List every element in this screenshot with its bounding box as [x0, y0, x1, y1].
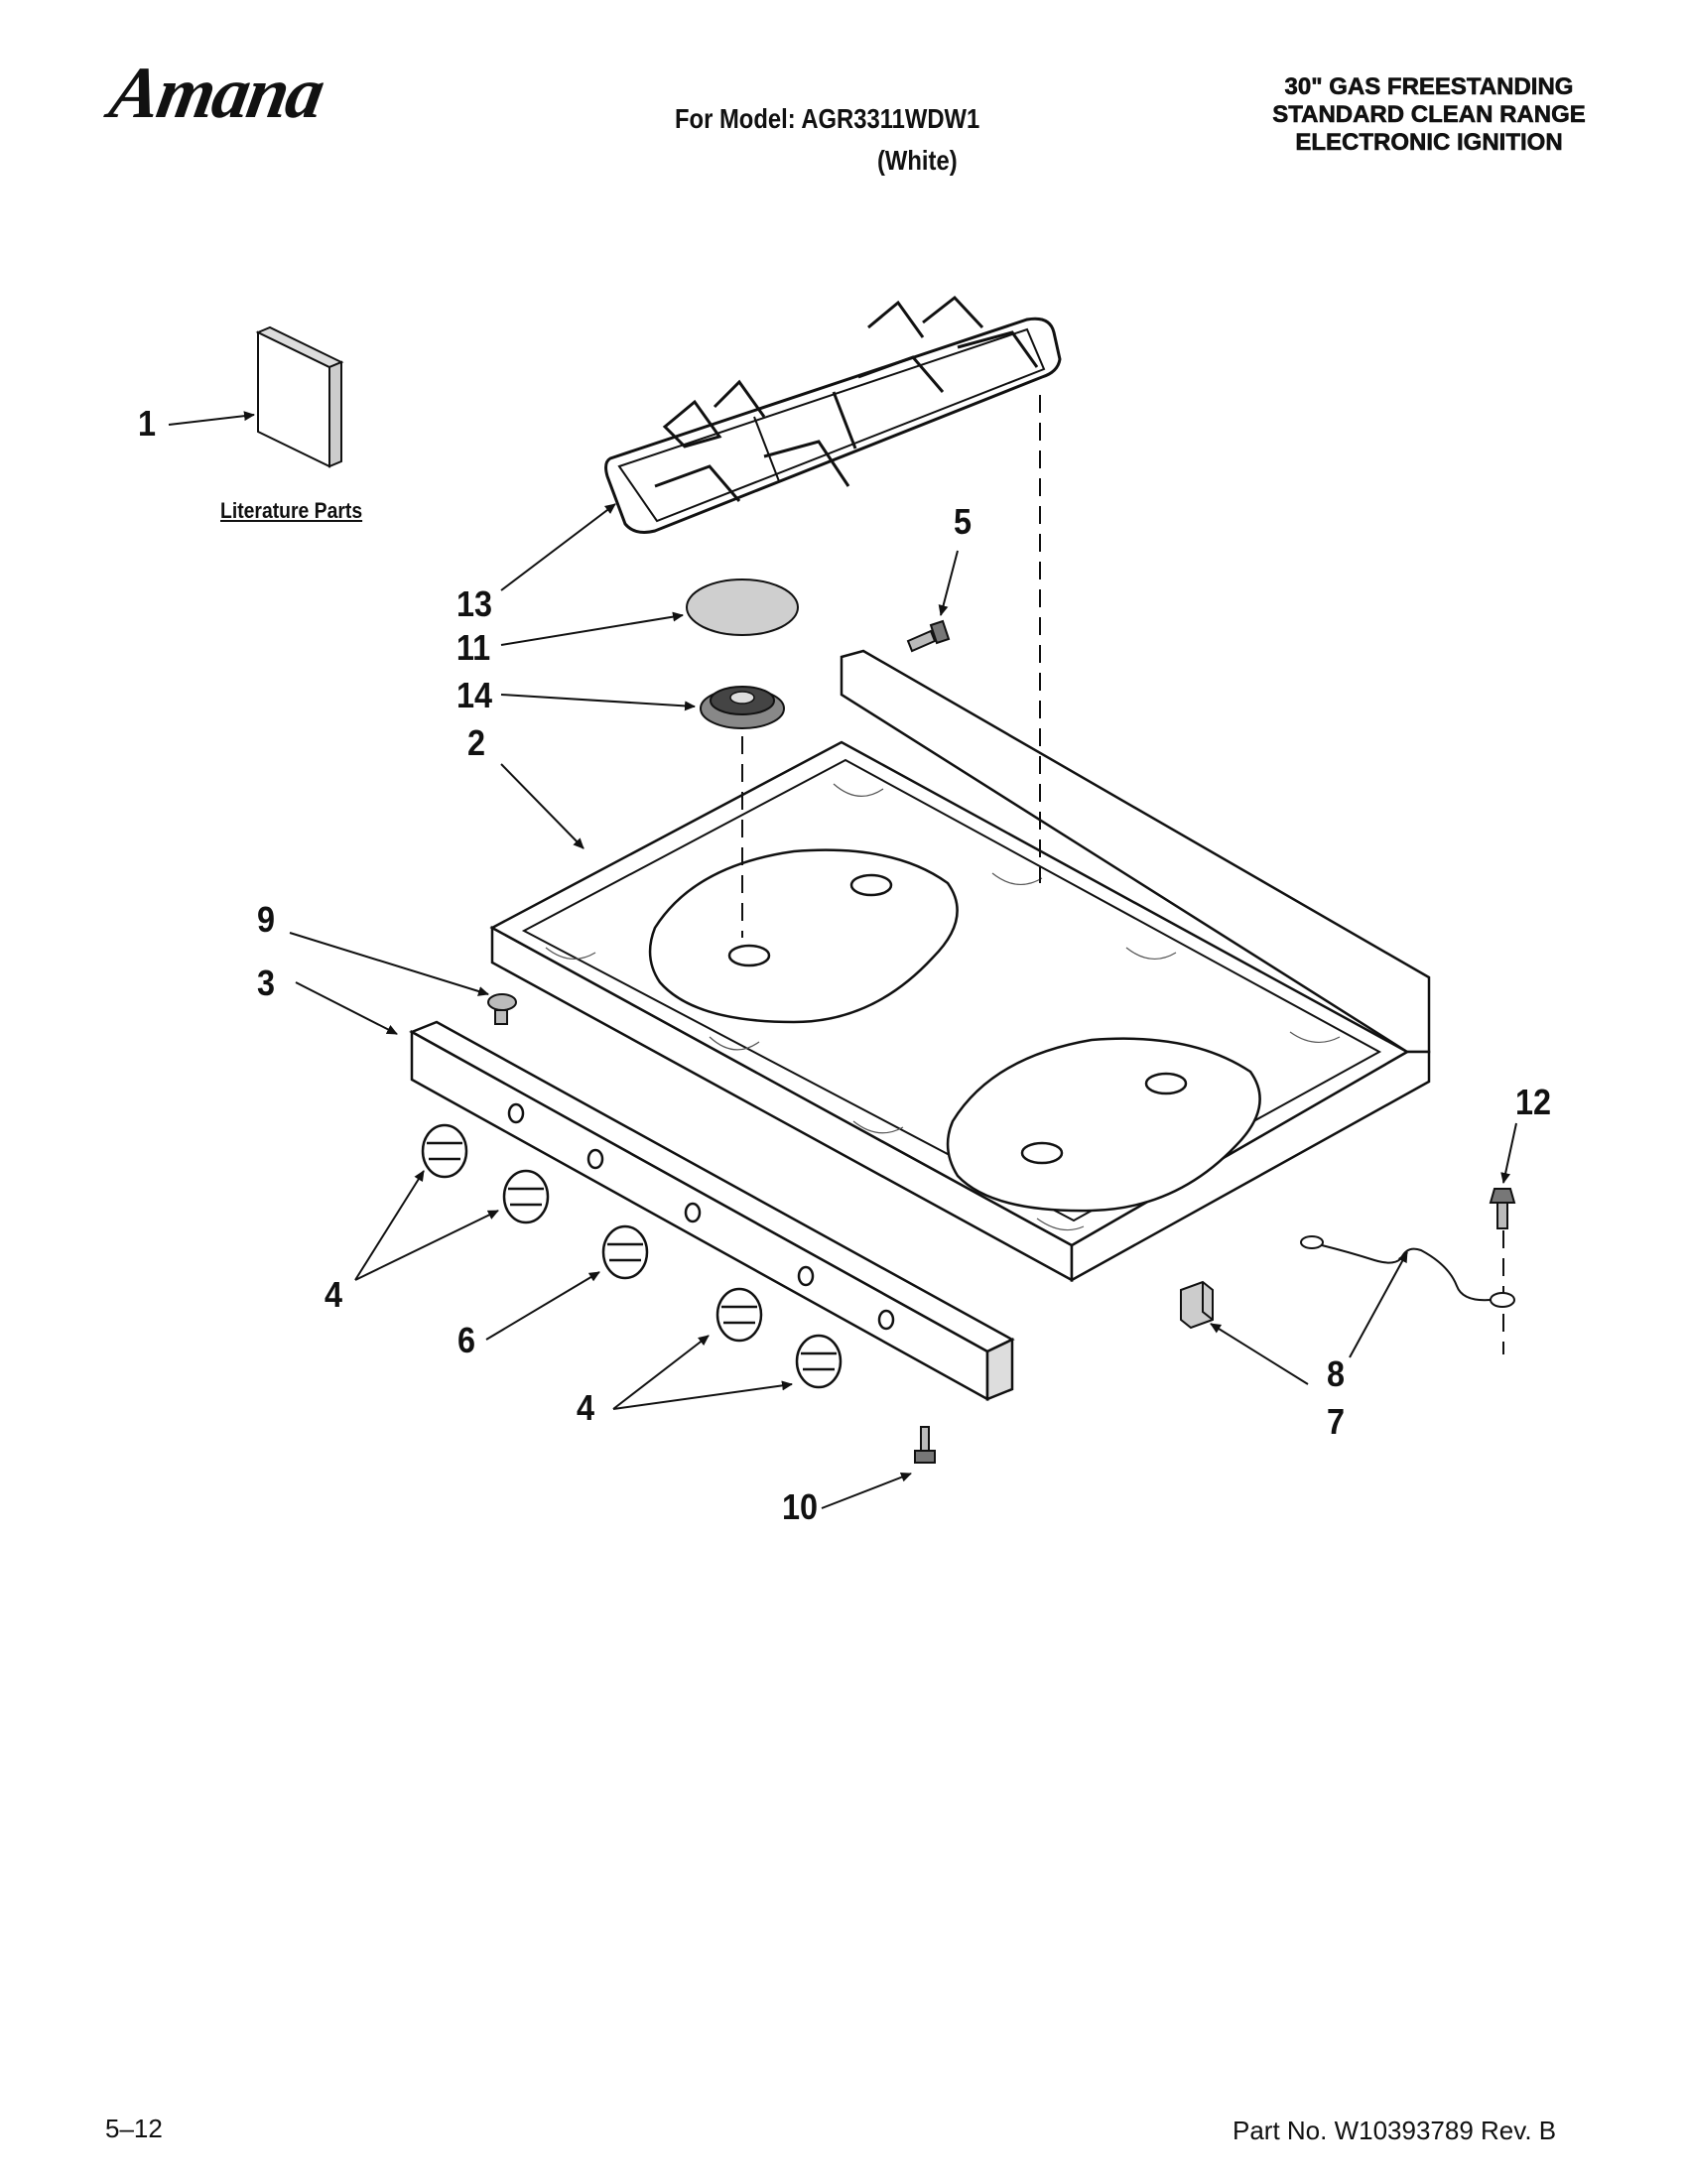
page-number: 5–12 — [105, 2114, 163, 2143]
burner-grate — [604, 295, 1062, 534]
callout-2: 2 — [467, 722, 486, 763]
callout-1: 1 — [138, 403, 157, 444]
control-knobs — [421, 1123, 843, 1389]
model-number: For Model: AGR3311WDW1 — [675, 103, 980, 134]
product-description-line-3: ELECTRONIC IGNITION — [1295, 129, 1563, 157]
callout-4-right: 4 — [577, 1387, 595, 1428]
knob-2 — [502, 1169, 550, 1224]
callout-12: 12 — [1515, 1082, 1552, 1122]
callout-5: 5 — [954, 501, 973, 542]
part-number: Part No. W10393789 Rev. B — [1233, 2116, 1557, 2145]
cooktop-scallops — [545, 783, 1341, 1231]
anti-tip-bracket — [1180, 1280, 1214, 1330]
surface-burner — [700, 686, 785, 729]
callout-3: 3 — [257, 963, 276, 1003]
product-description-line-1: 30" GAS FREESTANDING — [1284, 73, 1574, 101]
callout-4-left: 4 — [325, 1274, 343, 1315]
callout-9: 9 — [257, 899, 276, 940]
callout-7: 7 — [1327, 1401, 1346, 1442]
ground-screw — [1489, 1188, 1516, 1229]
control-panel-spacer — [487, 993, 517, 1025]
model-color: (White) — [877, 145, 958, 176]
callout-14: 14 — [456, 675, 493, 715]
burner-cap — [686, 578, 799, 636]
control-panel — [409, 1020, 1015, 1402]
knob-5 — [795, 1334, 843, 1389]
product-description-line-2: STANDARD CLEAN RANGE — [1272, 101, 1586, 129]
literature-booklet — [255, 325, 344, 468]
panel-screw — [914, 1426, 936, 1464]
literature-parts-label: Literature Parts — [220, 498, 363, 523]
callout-leaders — [168, 411, 1517, 1509]
callout-8: 8 — [1327, 1353, 1346, 1394]
callout-13: 13 — [456, 583, 493, 624]
knob-3 — [601, 1224, 649, 1280]
knob-1 — [421, 1123, 468, 1179]
ground-wire — [1300, 1235, 1515, 1308]
knob-4 — [715, 1287, 763, 1343]
callout-10: 10 — [782, 1486, 819, 1527]
mounting-screw — [906, 619, 951, 653]
callout-6: 6 — [457, 1320, 476, 1360]
cooktop-main-top — [489, 649, 1431, 1283]
callout-11: 11 — [455, 627, 491, 668]
